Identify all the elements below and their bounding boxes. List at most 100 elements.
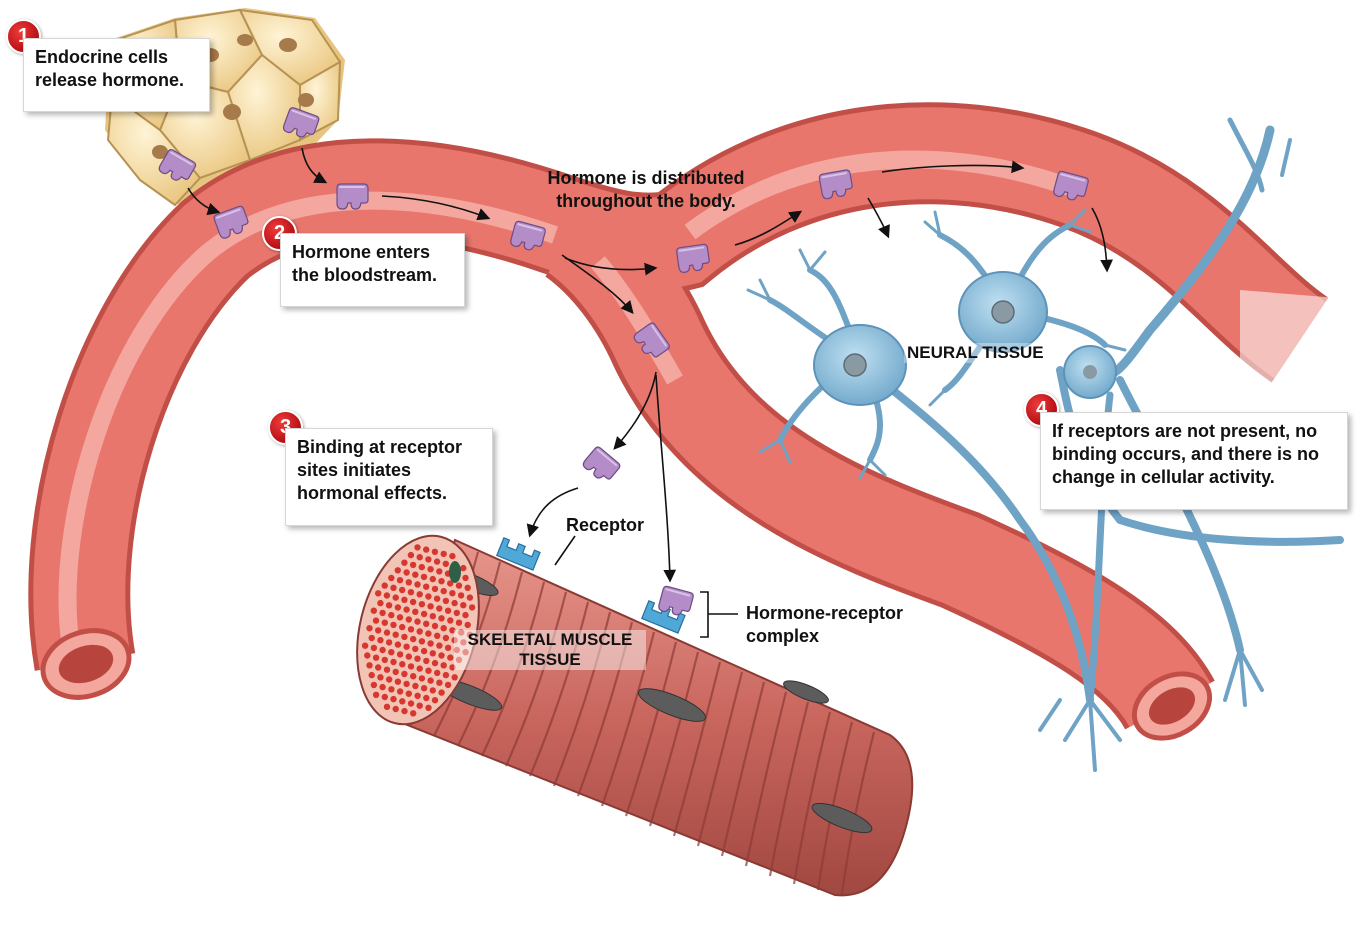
myofibril-dot (364, 652, 371, 659)
myofibril-dot (412, 608, 419, 615)
myofibril-dot (440, 550, 447, 558)
myofibril-dot (403, 569, 410, 576)
myofibril-dot (392, 631, 399, 638)
myofibril-dot (440, 662, 447, 669)
myofibril-dot (372, 691, 380, 698)
blood-vessel (28, 102, 1362, 741)
myofibril-dot (381, 693, 388, 701)
myofibril-dot (383, 592, 391, 599)
step-4-callout: If receptors are not present, no binding… (1040, 412, 1348, 510)
myofibril-dot (407, 589, 415, 596)
distribution-line-2: throughout the body. (556, 191, 736, 211)
myofibril-dot (455, 619, 463, 626)
myofibril-dot (418, 638, 426, 645)
myofibril-dot (425, 667, 432, 674)
step-2-line-1: Hormone enters (292, 242, 431, 262)
myofibril-dot (370, 681, 378, 689)
myofibril-dot (423, 620, 430, 627)
neural-tissue-label: NEURAL TISSUE (904, 343, 1047, 363)
myofibril-dot (390, 658, 397, 666)
step-2-line-2: the bloodstream. (292, 265, 438, 285)
myofibril-dot (366, 625, 373, 632)
myofibril-dot (388, 649, 395, 656)
myofibril-dot (429, 575, 436, 583)
myofibril-dot (440, 587, 447, 595)
myofibril-dots (361, 544, 476, 717)
myofibril-dot (429, 650, 436, 657)
myofibril-dot (438, 615, 445, 622)
myofibril-dot (399, 661, 406, 668)
myofibril-dot (427, 640, 434, 647)
myofibril-dot (405, 616, 412, 623)
myofibril-dot (423, 546, 430, 553)
step-1-callout: Endocrine cells release hormone. (23, 38, 210, 112)
neuron-cell-bodies (813, 271, 1117, 406)
myofibril-dot (383, 666, 391, 673)
myofibril-dot (431, 585, 439, 593)
myofibril-dot (418, 601, 426, 608)
myofibril-dot (436, 642, 443, 649)
myofibril-dot (418, 563, 425, 571)
myofibril-dot (409, 598, 417, 606)
myofibril-dot (407, 700, 415, 707)
leader-lines (554, 535, 738, 638)
myofibril-dot (388, 574, 395, 582)
myofibril-dot (447, 617, 454, 624)
myofibril-dot (423, 657, 430, 665)
step-4-line-3: change in cellular activity. (1052, 467, 1275, 487)
myofibril-dot (403, 643, 410, 650)
myofibril-dot (466, 631, 474, 638)
myofibril-dot (394, 567, 401, 574)
myofibril-dot (431, 697, 439, 704)
myofibril-dot (388, 686, 395, 693)
distribution-label: Hormone is distributed throughout the bo… (532, 167, 760, 213)
myofibril-dot (442, 597, 450, 605)
myofibril-dot (427, 566, 434, 573)
myofibril-dot (444, 607, 452, 614)
myofibril-dot (396, 614, 404, 621)
step-3-line-1: Binding at receptor (297, 437, 463, 457)
myofibril-dot (423, 694, 430, 702)
myofibril-dot (390, 621, 397, 629)
myofibril-dot (361, 642, 369, 649)
myofibril-dot (436, 568, 443, 575)
myofibril-dot (412, 571, 419, 578)
step-3-line-3: hormonal effects. (297, 483, 448, 503)
myofibril-dot (420, 610, 428, 618)
myofibril-dot (425, 556, 432, 563)
myofibril-dot (447, 654, 454, 661)
myofibril-dot (425, 630, 432, 637)
myofibril-dot (381, 656, 388, 664)
myofibril-dot (396, 651, 404, 658)
myofibril-dot (414, 581, 421, 588)
myofibril-dot (457, 592, 465, 599)
step-4-line-2: binding occurs, and there is no (1052, 444, 1320, 464)
myofibril-dot (414, 544, 421, 551)
myofibril-dot (442, 671, 450, 679)
myofibril-dot (442, 560, 449, 567)
myofibril-dot (399, 698, 406, 705)
myofibril-dot (405, 579, 412, 586)
myofibril-dot (392, 668, 399, 676)
myofibril-dot (462, 611, 469, 619)
flow-arrows (187, 147, 1113, 583)
myofibril-dot (386, 676, 393, 683)
myofibril-dot (370, 644, 378, 652)
myofibril-dot (444, 681, 452, 689)
myofibril-dot (440, 625, 447, 632)
myofibril-dot (405, 690, 412, 697)
myofibril-dot (431, 548, 439, 555)
muscle-tissue-line-1: SKELETAL MUSCLE (467, 630, 633, 649)
myofibril-dot (401, 670, 408, 678)
myofibril-dot (451, 599, 458, 607)
myofibril-dot (455, 582, 463, 589)
myofibril-dot (399, 586, 406, 594)
myofibril-dot (377, 637, 384, 644)
myofibril-dot (418, 675, 426, 682)
myofibril-dot (458, 629, 465, 636)
myofibril-dot (385, 639, 393, 646)
myofibril-dot (368, 634, 375, 642)
step-3-line-2: sites initiates (297, 460, 412, 480)
myofibril-dot (407, 663, 415, 670)
myofibril-dot (433, 558, 441, 565)
